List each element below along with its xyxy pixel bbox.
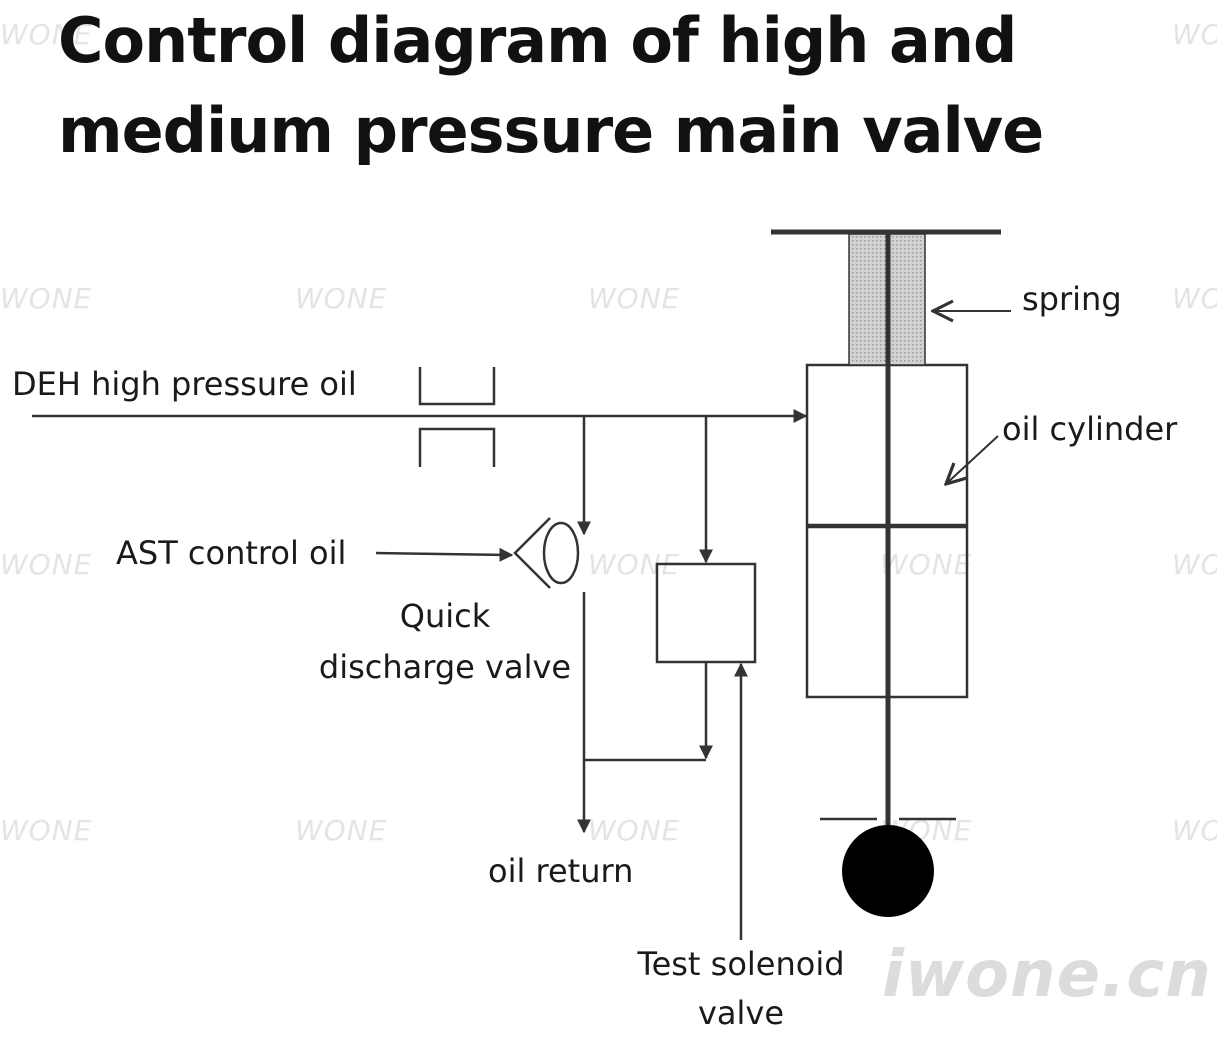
valve-disc — [842, 825, 934, 917]
test-solenoid-valve-box — [655, 562, 757, 664]
test-solenoid-label: Test solenoid valve — [606, 946, 876, 1032]
title-line-1: Control diagram of high and — [58, 4, 1017, 77]
title-line-2: medium pressure main valve — [58, 94, 1044, 167]
quick-discharge-label: Quick discharge valve — [300, 598, 590, 686]
quick-discharge-valve — [542, 521, 580, 585]
quick-discharge-label-line-1: Quick — [399, 597, 491, 635]
test-solenoid-label-line-1: Test solenoid — [637, 945, 845, 983]
watermark: WONE — [0, 18, 93, 51]
oil-return-label: oil return — [488, 852, 634, 890]
oil-cylinder-pointer — [946, 435, 999, 484]
ast-oil-pointer — [375, 547, 514, 562]
watermark: WONE — [880, 548, 973, 581]
watermark: WONE — [0, 282, 93, 315]
watermark: WONE — [588, 814, 681, 847]
quick-discharge-valve-seat — [513, 517, 551, 589]
orifice-lower — [418, 427, 496, 467]
watermark: WONE — [295, 282, 388, 315]
watermark: WONE — [0, 548, 93, 581]
watermark: WONE — [1172, 18, 1217, 51]
orifice-upper — [418, 367, 496, 406]
watermark: WONE — [1172, 282, 1217, 315]
watermark: WONE — [1172, 814, 1217, 847]
deh-oil-label: DEH high pressure oil — [12, 365, 357, 403]
spring-label: spring — [1022, 280, 1122, 318]
brand-watermark: iwone.cn — [882, 938, 1212, 1012]
oil-cylinder-label: oil cylinder — [1002, 410, 1178, 448]
watermark: WONE — [295, 814, 388, 847]
watermark: WONE — [588, 282, 681, 315]
test-solenoid-label-line-2: valve — [697, 993, 785, 1032]
ast-oil-label: AST control oil — [116, 534, 347, 572]
quick-discharge-label-line-2: discharge valve — [318, 647, 572, 686]
watermark: WONE — [0, 814, 93, 847]
watermark: WONE — [1172, 548, 1217, 581]
